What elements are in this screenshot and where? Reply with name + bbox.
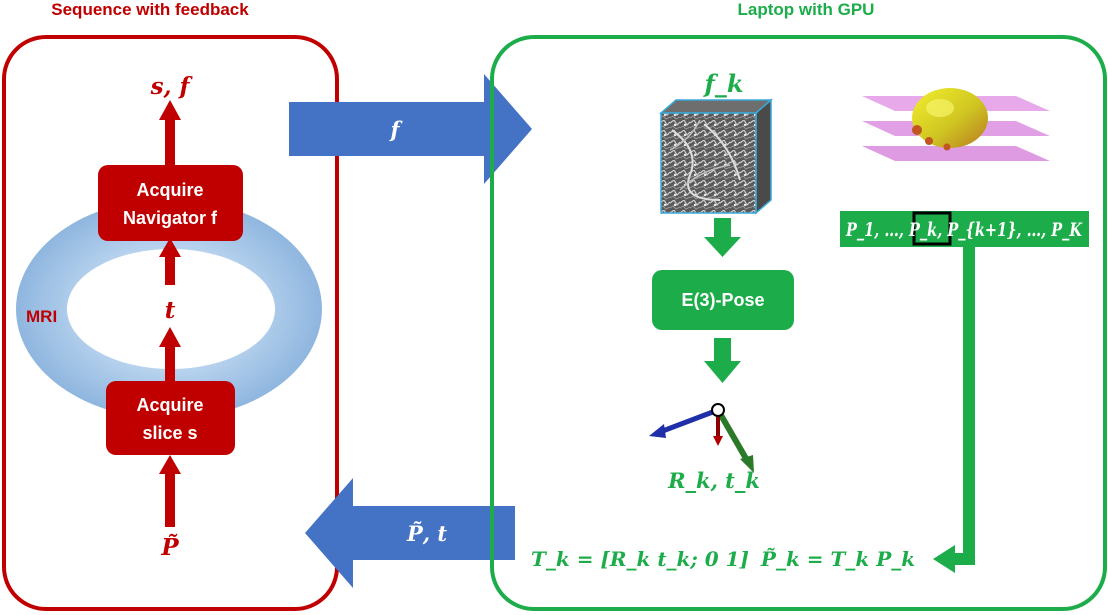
arrow-input-to-slice-head [159,455,181,474]
laptop-panel-border [490,35,1107,611]
left-panel-title: Sequence with feedback [51,0,249,19]
navigator-block-line2: Navigator f [123,208,218,228]
arrow-volume-to-network [714,218,731,239]
pose-axes-glyph [649,403,754,473]
arrow-to-scanner-label: P̃, t [406,521,447,546]
arrow-input-to-slice [165,471,175,527]
e3-pose-network-block: E(3)-Pose [652,270,794,330]
arrow-slice-to-t [165,344,175,382]
arrow-t-to-nav [165,254,175,285]
sequence-panel-border [2,35,339,611]
right-panel-title: Laptop with GPU [738,0,875,19]
plane-list-bar: P_1, …, P_k, P_{k+1}, …, P_K [840,211,1089,247]
arrow-slice-to-t-head [159,327,181,347]
acquire-slice-block: Acquire slice s [106,381,235,455]
pose-label: R_k, t_k [667,468,760,493]
arrow-network-to-pose-head [704,361,741,383]
mri-scanner-ring [16,199,322,419]
navigator-block-line1: Acquire [136,180,203,200]
pipeline-arrows [704,218,741,383]
brain-slice-planes [862,88,1050,161]
arrow-t-to-nav-head [159,238,181,257]
selected-plane-highlight [912,211,952,246]
arrow-plane-to-update [933,247,975,573]
mri-volume-cube [658,98,774,215]
volume-label: f_k [703,69,744,98]
arrow-to-scanner: P̃, t [305,478,515,588]
slice-block-line1: Acquire [136,395,203,415]
network-block-label: E(3)-Pose [681,290,764,310]
acquire-navigator-block: Acquire Navigator f [98,165,243,241]
plane-list-label: P_1, …, P_k, P_{k+1}, …, P_K [845,219,1083,241]
arrow-volume-to-network-head [704,237,741,257]
arrow-network-to-pose [714,338,731,363]
transform-matrix: T_k = [R_k t_k; 0 1] [531,547,749,571]
plane-input-label: P̃ [160,534,179,561]
left-signal-arrows [159,100,181,527]
time-label: t [165,297,176,324]
output-label: s, f [150,73,194,100]
slice-block-line2: slice s [142,423,197,443]
arrow-to-laptop: f [289,74,532,184]
arrow-nav-to-output-head [159,100,181,120]
mri-label: MRI [26,307,57,326]
arrow-nav-to-output [165,117,175,166]
updated-plane-equation: P̃_k = T_k P_k [760,547,915,571]
